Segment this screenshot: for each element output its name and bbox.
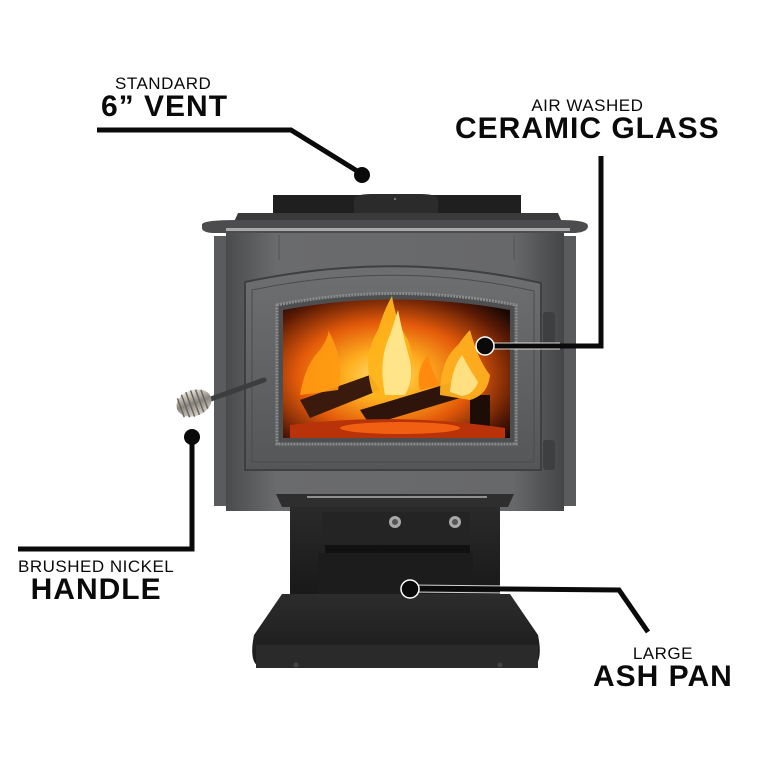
callout-vent-sub: STANDARD — [115, 74, 212, 93]
callout-glass-main: CERAMIC GLASS — [455, 112, 720, 145]
callout-ash-pan-sub: LARGE — [632, 644, 693, 663]
callout-lines — [18, 127, 651, 634]
ash-pan-callout-dot — [400, 579, 420, 599]
callout-ash-pan: LARGE ASH PAN — [593, 645, 733, 692]
vent-callout-dot — [354, 167, 370, 183]
callout-dots — [184, 167, 495, 599]
handle-callout-dot — [184, 429, 200, 445]
callout-vent: STANDARD 6” VENT — [101, 75, 228, 122]
callout-glass: AIR WASHED CERAMIC GLASS — [455, 97, 720, 144]
ash-lip — [276, 494, 514, 507]
stove-base — [252, 594, 540, 668]
glass-callout-dot — [475, 336, 495, 356]
callout-handle: BRUSHED NICKEL HANDLE — [18, 558, 174, 605]
stove-door — [244, 265, 555, 471]
callout-handle-main: HANDLE — [30, 573, 162, 606]
flames — [300, 296, 490, 400]
callout-handle-sub: BRUSHED NICKEL — [18, 557, 175, 576]
top-plate — [202, 194, 588, 233]
brushed-nickel-handle — [176, 377, 267, 418]
callout-glass-sub: AIR WASHED — [531, 96, 644, 115]
callout-vent-main: 6” VENT — [101, 90, 229, 123]
callout-ash-pan-main: ASH PAN — [593, 660, 733, 693]
